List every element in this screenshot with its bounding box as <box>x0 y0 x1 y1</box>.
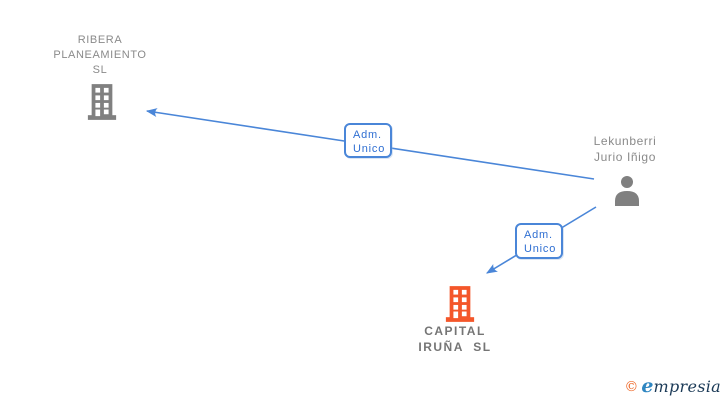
building-icon[interactable] <box>444 285 476 328</box>
edge-label-adm-unico-2: Adm. Unico <box>515 223 563 259</box>
empresia-logo-text: mpresia <box>653 377 721 396</box>
empresia-logo: ©empresia <box>624 375 721 397</box>
company-label-ribera[interactable]: RIBERA PLANEAMIENTO SL <box>53 34 147 76</box>
copyright-icon: © <box>624 379 639 395</box>
empresia-logo-e: e <box>641 375 654 397</box>
person-label-lekunberri[interactable]: Lekunberri Jurio Iñigo <box>593 134 657 164</box>
edge-label-adm-unico-1: Adm. Unico <box>344 123 392 158</box>
company-label-capital[interactable]: CAPITAL IRUÑA SL <box>418 324 492 354</box>
building-icon[interactable] <box>86 83 118 126</box>
person-icon[interactable] <box>611 174 643 211</box>
